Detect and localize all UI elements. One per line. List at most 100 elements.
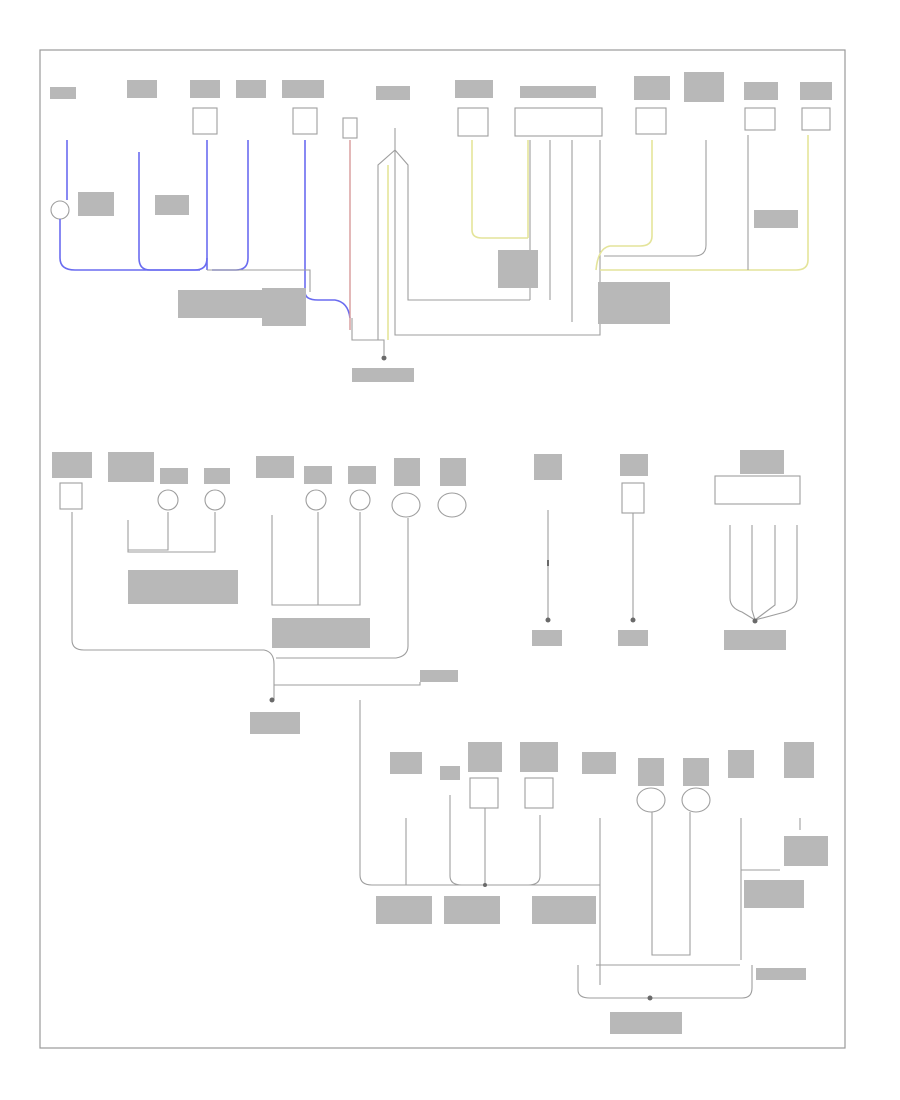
- component-label: [78, 192, 114, 216]
- component-label: [683, 758, 709, 786]
- component-label: [376, 896, 432, 924]
- component-label: [52, 452, 92, 478]
- component-box: [714, 475, 801, 505]
- component-label: [532, 630, 562, 646]
- component-label: [304, 466, 332, 484]
- ground-g105: [752, 618, 758, 624]
- component-label: [352, 368, 414, 382]
- component-label: [127, 80, 157, 98]
- component-box: [469, 777, 499, 809]
- component-label: [455, 80, 493, 98]
- component-label: [610, 1012, 682, 1034]
- lamp-icon: [204, 489, 226, 511]
- component-label: [582, 752, 616, 774]
- wire-blue: [138, 152, 200, 271]
- wire: [729, 525, 798, 621]
- component-label: [204, 468, 230, 484]
- wire-yellow: [595, 140, 653, 271]
- lamp-icon: [437, 492, 467, 518]
- component-box: [524, 777, 554, 809]
- wire: [449, 795, 463, 886]
- component-label: [534, 454, 562, 480]
- component-label: [724, 630, 786, 650]
- ground-g107: [483, 883, 487, 887]
- wire: [274, 682, 421, 686]
- component-label: [784, 836, 828, 866]
- wire: [207, 269, 311, 292]
- wire: [271, 512, 319, 606]
- lamp-icon: [681, 787, 711, 813]
- component-label: [756, 968, 806, 980]
- lower-harness: [359, 700, 828, 1034]
- component-box: [192, 107, 218, 135]
- component-label: [598, 282, 670, 324]
- component-label: [376, 86, 410, 100]
- component-box: [744, 107, 776, 131]
- component-label: [620, 454, 648, 476]
- component-label: [160, 468, 188, 484]
- component-label: [155, 195, 189, 215]
- component-label: [520, 86, 596, 98]
- middle-harness: [52, 450, 801, 734]
- component-label: [178, 290, 268, 318]
- component-label: [440, 766, 460, 780]
- wire: [359, 700, 600, 886]
- component-label: [50, 87, 76, 99]
- upper-harness: [50, 72, 832, 382]
- wire-blue: [212, 140, 249, 271]
- component-label: [740, 450, 784, 474]
- component-box: [457, 107, 489, 137]
- component-label: [800, 82, 832, 100]
- component-box: [59, 482, 83, 510]
- upper-labels: [50, 72, 832, 382]
- lamp-icon: [50, 200, 70, 220]
- lamp-icon: [305, 489, 327, 511]
- component-box: [514, 107, 603, 137]
- lamp-icon: [349, 489, 371, 511]
- wire-blue: [59, 140, 208, 271]
- wire: [351, 318, 385, 355]
- wire: [529, 140, 573, 322]
- wire: [577, 965, 753, 999]
- component-box: [621, 482, 645, 514]
- wire-blue: [304, 140, 351, 319]
- middle-labels: [52, 450, 786, 734]
- component-label: [684, 72, 724, 102]
- ground-g104: [630, 617, 636, 623]
- component-label: [784, 742, 814, 778]
- component-label: [128, 570, 238, 604]
- wire: [71, 512, 275, 700]
- wire-yellow: [600, 135, 809, 271]
- component-label: [282, 80, 324, 98]
- wire-yellow: [471, 140, 528, 239]
- component-label: [638, 758, 664, 786]
- ground-g103: [545, 617, 551, 623]
- component-label: [634, 76, 670, 100]
- component-label: [440, 458, 466, 486]
- component-label: [256, 456, 294, 478]
- component-label: [468, 742, 502, 772]
- component-label: [390, 752, 422, 774]
- component-box: [635, 107, 667, 135]
- wire: [651, 812, 691, 956]
- component-label: [250, 712, 300, 734]
- component-box: [801, 107, 831, 131]
- component-label: [728, 750, 754, 778]
- lamp-icon: [391, 492, 421, 518]
- diagram-frame: [39, 49, 846, 1049]
- ground-g101: [381, 355, 387, 361]
- lower-labels: [376, 742, 828, 1034]
- component-label: [744, 82, 778, 100]
- component-label: [618, 630, 648, 646]
- component-label: [754, 210, 798, 228]
- component-label: [420, 670, 458, 682]
- wire: [527, 815, 541, 886]
- component-label: [444, 896, 500, 924]
- component-label: [108, 452, 154, 482]
- wire: [377, 128, 440, 340]
- wire: [604, 140, 707, 257]
- wire: [440, 140, 601, 336]
- wire: [127, 512, 216, 553]
- component-label: [744, 880, 804, 908]
